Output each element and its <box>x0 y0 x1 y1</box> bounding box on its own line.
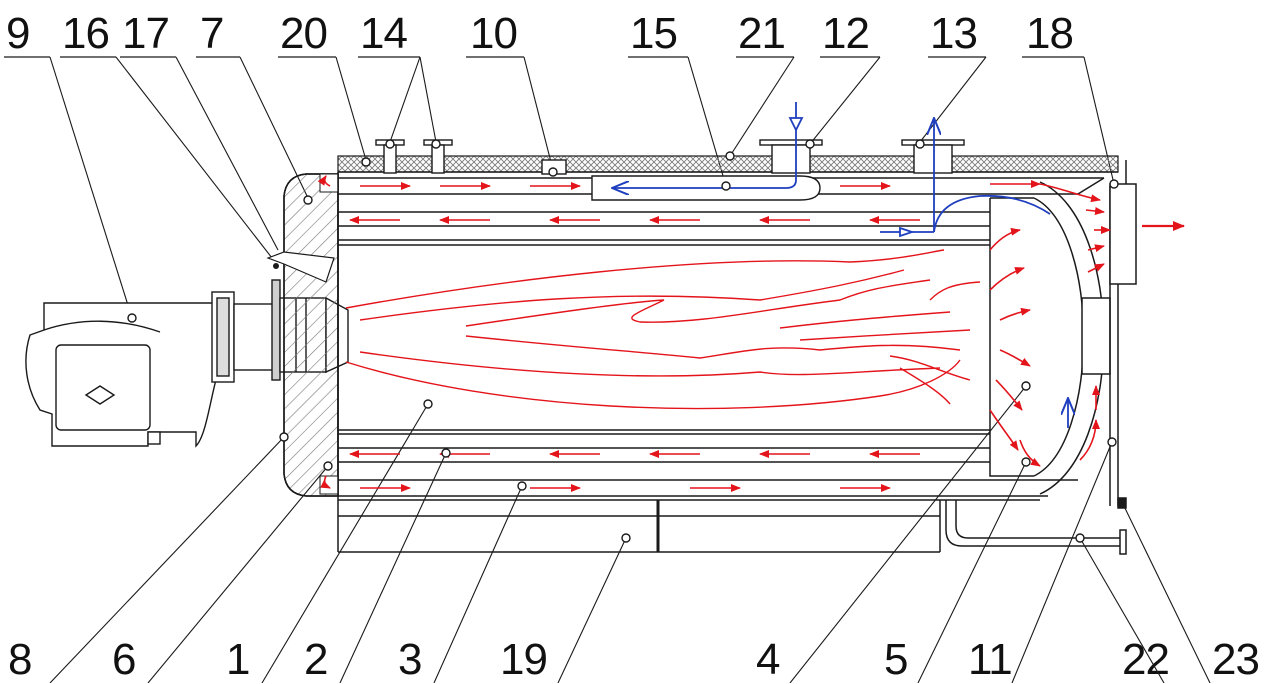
label-8: 8 <box>8 635 33 684</box>
bottom-leaders <box>49 385 1211 683</box>
water-flow-arrows <box>612 102 1068 428</box>
label-11: 11 <box>968 635 1013 684</box>
shell <box>337 160 1137 555</box>
label-7: 7 <box>200 9 225 58</box>
label-6: 6 <box>112 635 137 684</box>
label-9: 9 <box>6 9 31 58</box>
label-4: 4 <box>756 635 781 684</box>
label-19: 19 <box>500 635 548 684</box>
label-10: 10 <box>470 9 518 58</box>
label-3: 3 <box>398 635 423 684</box>
hot-flow-arrows <box>317 175 1185 492</box>
callout-dots <box>127 139 1119 543</box>
label-12: 12 <box>822 9 870 58</box>
label-20: 20 <box>280 9 328 58</box>
label-22: 22 <box>1122 635 1170 684</box>
label-17: 17 <box>122 9 170 58</box>
label-23: 23 <box>1212 635 1260 684</box>
label-2: 2 <box>304 635 329 684</box>
label-21: 21 <box>738 9 786 58</box>
label-14: 14 <box>360 9 408 58</box>
label-15: 15 <box>630 9 678 58</box>
label-5: 5 <box>884 635 909 684</box>
flame <box>345 249 981 410</box>
label-1: 1 <box>226 635 251 684</box>
label-16: 16 <box>62 9 110 58</box>
label-18: 18 <box>1026 9 1074 58</box>
label-13: 13 <box>930 9 978 58</box>
top-leaders <box>49 56 1115 319</box>
